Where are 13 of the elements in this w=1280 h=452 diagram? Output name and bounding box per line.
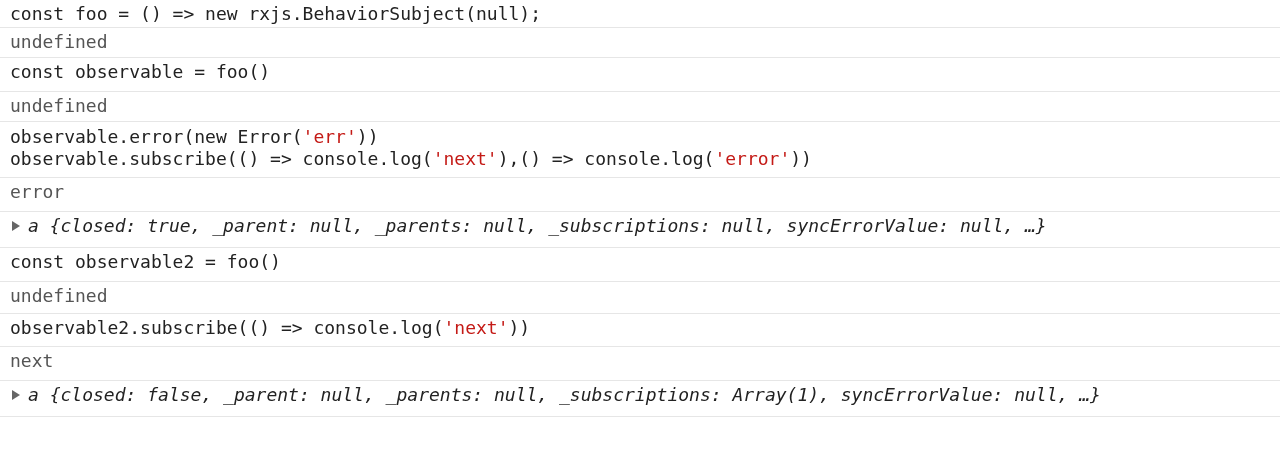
console-input-line: observable2.subscribe(() => console.log('next'))	[10, 317, 531, 339]
console-input-line: observable.error(new Error('err'))	[10, 126, 379, 148]
console-input-line: const observable2 = foo()	[10, 251, 281, 273]
object-preview: a {closed: false, _parent: null, _parents: null, _subscriptions: Array(1), syncErrorValue: null, …}	[28, 384, 1101, 406]
console-input-line: observable.subscribe(() => console.log('next'),() => console.log('error'))	[10, 148, 812, 170]
console-output: undefined	[10, 95, 108, 117]
console-input-line: const foo = () => new rxjs.BehaviorSubject(null);	[10, 3, 541, 25]
object-preview: a {closed: true, _parent: null, _parents: null, _subscriptions: null, syncErrorValue: null, …}	[28, 215, 1047, 237]
console-output: undefined	[10, 31, 108, 53]
console-output: next	[10, 350, 54, 372]
console-input-line: const observable = foo()	[10, 61, 271, 83]
console-output: undefined	[10, 285, 108, 307]
console-output: error	[10, 181, 65, 203]
